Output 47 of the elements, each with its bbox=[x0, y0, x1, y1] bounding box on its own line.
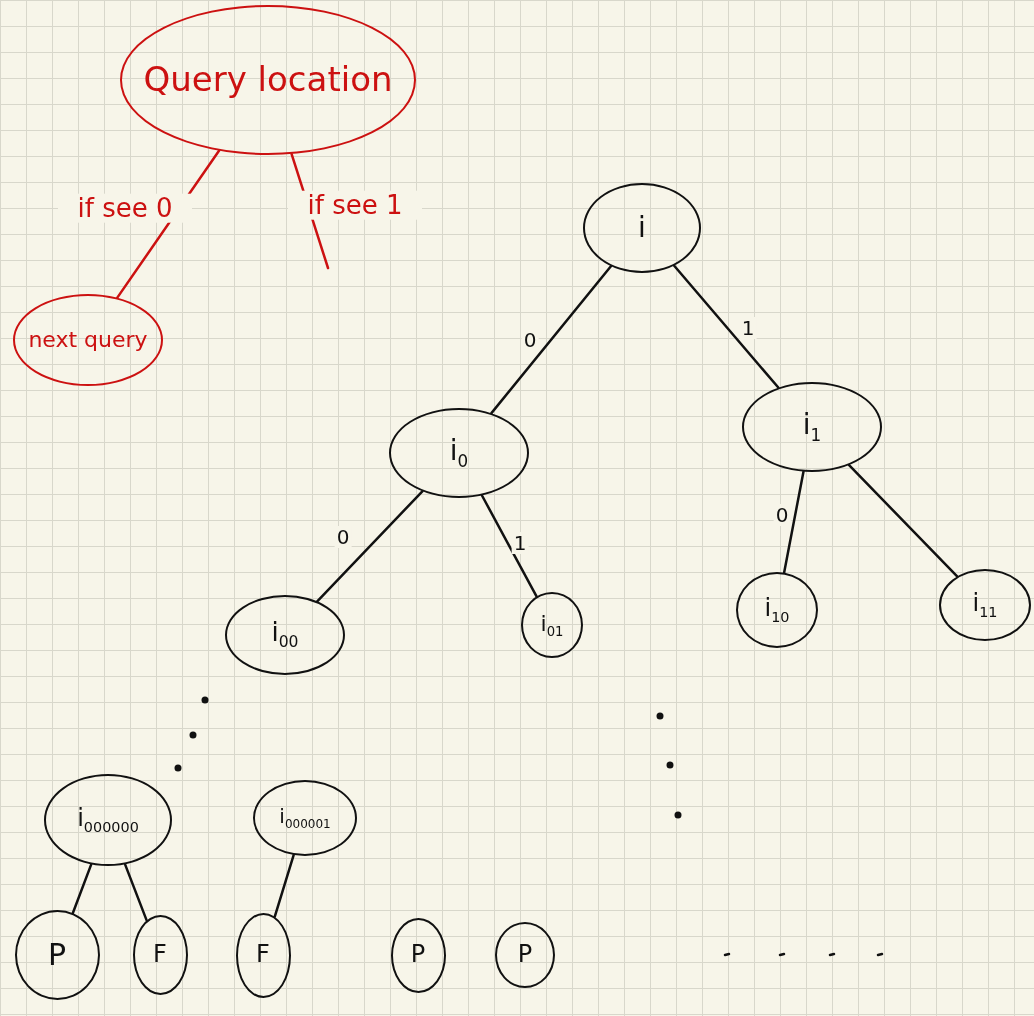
node-label: P bbox=[47, 937, 67, 973]
node-label: Query location bbox=[143, 60, 393, 100]
node-label: i$_{1}$ bbox=[802, 409, 822, 445]
ellipse-node bbox=[495, 922, 555, 988]
connector-line bbox=[782, 470, 805, 574]
node-label: i$_{00}$ bbox=[271, 617, 299, 653]
edge-label: if see 1 bbox=[288, 190, 422, 220]
ellipse-node bbox=[521, 592, 583, 658]
ellipse-node bbox=[390, 917, 446, 993]
connector-line bbox=[490, 265, 613, 415]
ellipse-node bbox=[939, 569, 1031, 641]
node-label: i$_{01}$ bbox=[540, 610, 564, 640]
edge-label: 1 bbox=[739, 317, 757, 339]
connector-line bbox=[71, 863, 93, 915]
connector-line bbox=[847, 463, 959, 578]
ellipse-node bbox=[389, 408, 529, 498]
connector-line bbox=[273, 853, 295, 918]
ellipse-node bbox=[742, 382, 882, 472]
node-label: i$_{000001}$ bbox=[279, 804, 331, 832]
connector-line bbox=[123, 863, 148, 922]
node-label: P bbox=[410, 941, 426, 969]
node-label: i bbox=[638, 211, 646, 245]
edge-label: 0 bbox=[334, 526, 352, 548]
connector-line bbox=[316, 490, 424, 603]
ellipse-node bbox=[13, 294, 163, 386]
node-label: i$_{11}$ bbox=[972, 589, 998, 621]
edge-label: 1 bbox=[511, 532, 529, 554]
ellipse-node bbox=[14, 910, 100, 1000]
ellipse-node bbox=[253, 780, 357, 856]
ellipse-node bbox=[44, 774, 172, 866]
ellipse-node bbox=[583, 183, 701, 273]
connector-line bbox=[672, 264, 780, 389]
edge-label: if see 0 bbox=[58, 193, 192, 223]
connector-line bbox=[480, 494, 538, 598]
ellipse-node bbox=[132, 915, 188, 995]
node-label: i$_{0}$ bbox=[449, 435, 469, 471]
node-label: i$_{000000}$ bbox=[77, 804, 139, 836]
node-label: F bbox=[256, 941, 270, 969]
ellipse-node bbox=[235, 912, 291, 998]
ellipse-node bbox=[225, 595, 345, 675]
ellipse-node bbox=[736, 572, 818, 648]
node-label: i$_{10}$ bbox=[764, 594, 790, 626]
node-label: next query bbox=[28, 327, 148, 353]
ellipse-node bbox=[120, 5, 416, 155]
node-label: P bbox=[517, 941, 533, 969]
node-label: F bbox=[153, 941, 167, 969]
edge-label: 0 bbox=[773, 504, 791, 526]
